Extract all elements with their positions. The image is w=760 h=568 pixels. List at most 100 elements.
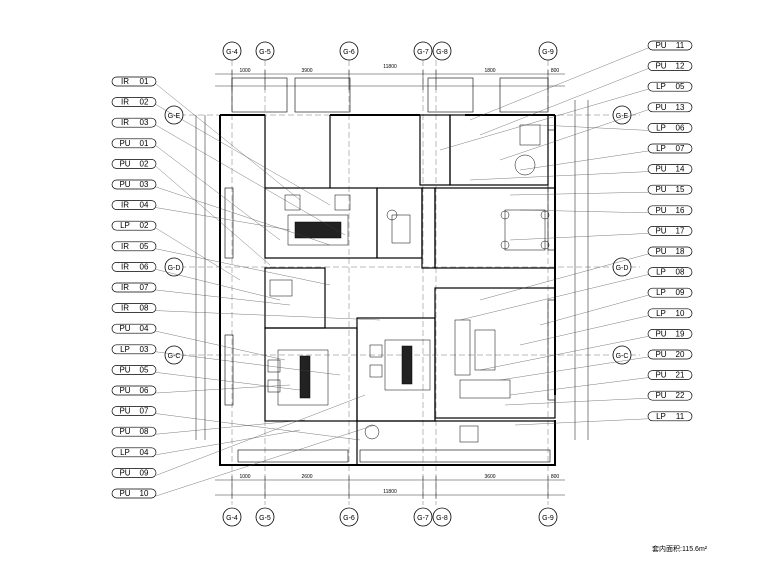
dim-bottom-total: 11800	[383, 489, 397, 495]
window-tracks	[224, 77, 556, 463]
tag-code: IR	[121, 304, 129, 313]
svg-text:G-D: G-D	[616, 265, 629, 272]
tag-number: 04	[140, 201, 149, 210]
tag-number: 12	[676, 62, 685, 71]
tag-number: 05	[140, 365, 149, 374]
tag-item: PU 10	[111, 424, 376, 499]
tag-code: PU	[655, 206, 666, 215]
tag-code: LP	[656, 288, 666, 297]
tag-code: LP	[120, 221, 130, 230]
tag-leader-line	[509, 377, 649, 396]
svg-text:G-D: G-D	[168, 265, 181, 272]
tag-code: PU	[119, 468, 130, 477]
tag-number: 07	[140, 283, 149, 292]
axis-bubbles-side: G-E G-D G-C G-E G-D G-C	[164, 105, 632, 365]
tag-number: 08	[140, 427, 149, 436]
tag-code: LP	[120, 448, 130, 457]
tag-box	[111, 447, 157, 458]
tag-code: IR	[121, 283, 129, 292]
tag-code: PU	[655, 371, 666, 380]
svg-text:G-6: G-6	[343, 49, 355, 56]
tag-leader-line	[155, 384, 291, 394]
tag-leader-line	[479, 336, 649, 371]
tag-box	[111, 468, 157, 478]
axis-bubble: G-8	[432, 507, 452, 527]
tag-leader-line	[155, 166, 271, 266]
tag-box	[647, 205, 693, 216]
tag-leader-line	[469, 171, 649, 181]
axis-bubble: G-D	[164, 257, 184, 277]
dimension-lines	[195, 70, 589, 499]
tag-box	[647, 329, 693, 339]
tag-code: LP	[656, 412, 666, 421]
tag-number: 06	[140, 262, 149, 271]
tag-box	[647, 81, 693, 92]
tag-item: IR 07	[111, 282, 291, 306]
tag-leader-line	[155, 394, 366, 476]
dim-bottom-4: 3600	[484, 474, 495, 480]
tag-box	[111, 344, 157, 355]
bed-master	[287, 214, 349, 246]
tag-number: 04	[140, 448, 149, 457]
tag-item: LP 04	[111, 429, 301, 458]
tag-number: 11	[676, 41, 685, 50]
tag-box	[647, 390, 693, 401]
tag-leader-line	[155, 269, 281, 301]
tag-box	[647, 123, 693, 133]
tag-code: LP	[656, 144, 666, 153]
axis-bubble: G-4	[222, 41, 242, 61]
tag-leader-line	[439, 89, 649, 151]
tag-box	[111, 179, 157, 190]
tag-number: 08	[140, 304, 149, 313]
tag-box	[111, 220, 157, 231]
tag-box	[647, 143, 693, 154]
tag-number: 05	[140, 242, 149, 251]
tag-number: 02	[140, 159, 149, 168]
tag-number: 10	[140, 489, 149, 498]
dim-bottom-2: 2600	[301, 474, 312, 480]
axis-bubbles-bottom: G-4 G-5 G-6 G-7 G-8 G-9	[222, 507, 558, 527]
tag-box	[111, 138, 157, 149]
tag-code: PU	[119, 139, 130, 148]
tag-code: PU	[655, 103, 666, 112]
tag-leader-line	[469, 47, 649, 121]
svg-text:G-7: G-7	[417, 49, 429, 56]
tag-box	[647, 287, 693, 298]
tag-number: 21	[676, 371, 685, 380]
axis-bubble: G-5	[255, 507, 275, 527]
tag-leader-line	[155, 310, 381, 321]
tag-number: 15	[676, 185, 685, 194]
svg-text:G-E: G-E	[616, 113, 629, 120]
tag-number: 03	[140, 118, 149, 127]
tag-leader-line	[519, 209, 649, 213]
tag-box	[111, 241, 157, 252]
axis-bubble: G-C	[164, 345, 184, 365]
tag-leader-line	[539, 124, 649, 131]
svg-text:G-8: G-8	[436, 515, 448, 522]
svg-text:G-8: G-8	[436, 49, 448, 56]
svg-text:G-7: G-7	[417, 515, 429, 522]
tag-leader-line	[509, 192, 649, 196]
axis-bubble: G-E	[612, 105, 632, 125]
svg-text:G-9: G-9	[542, 515, 554, 522]
tag-box	[647, 267, 693, 277]
